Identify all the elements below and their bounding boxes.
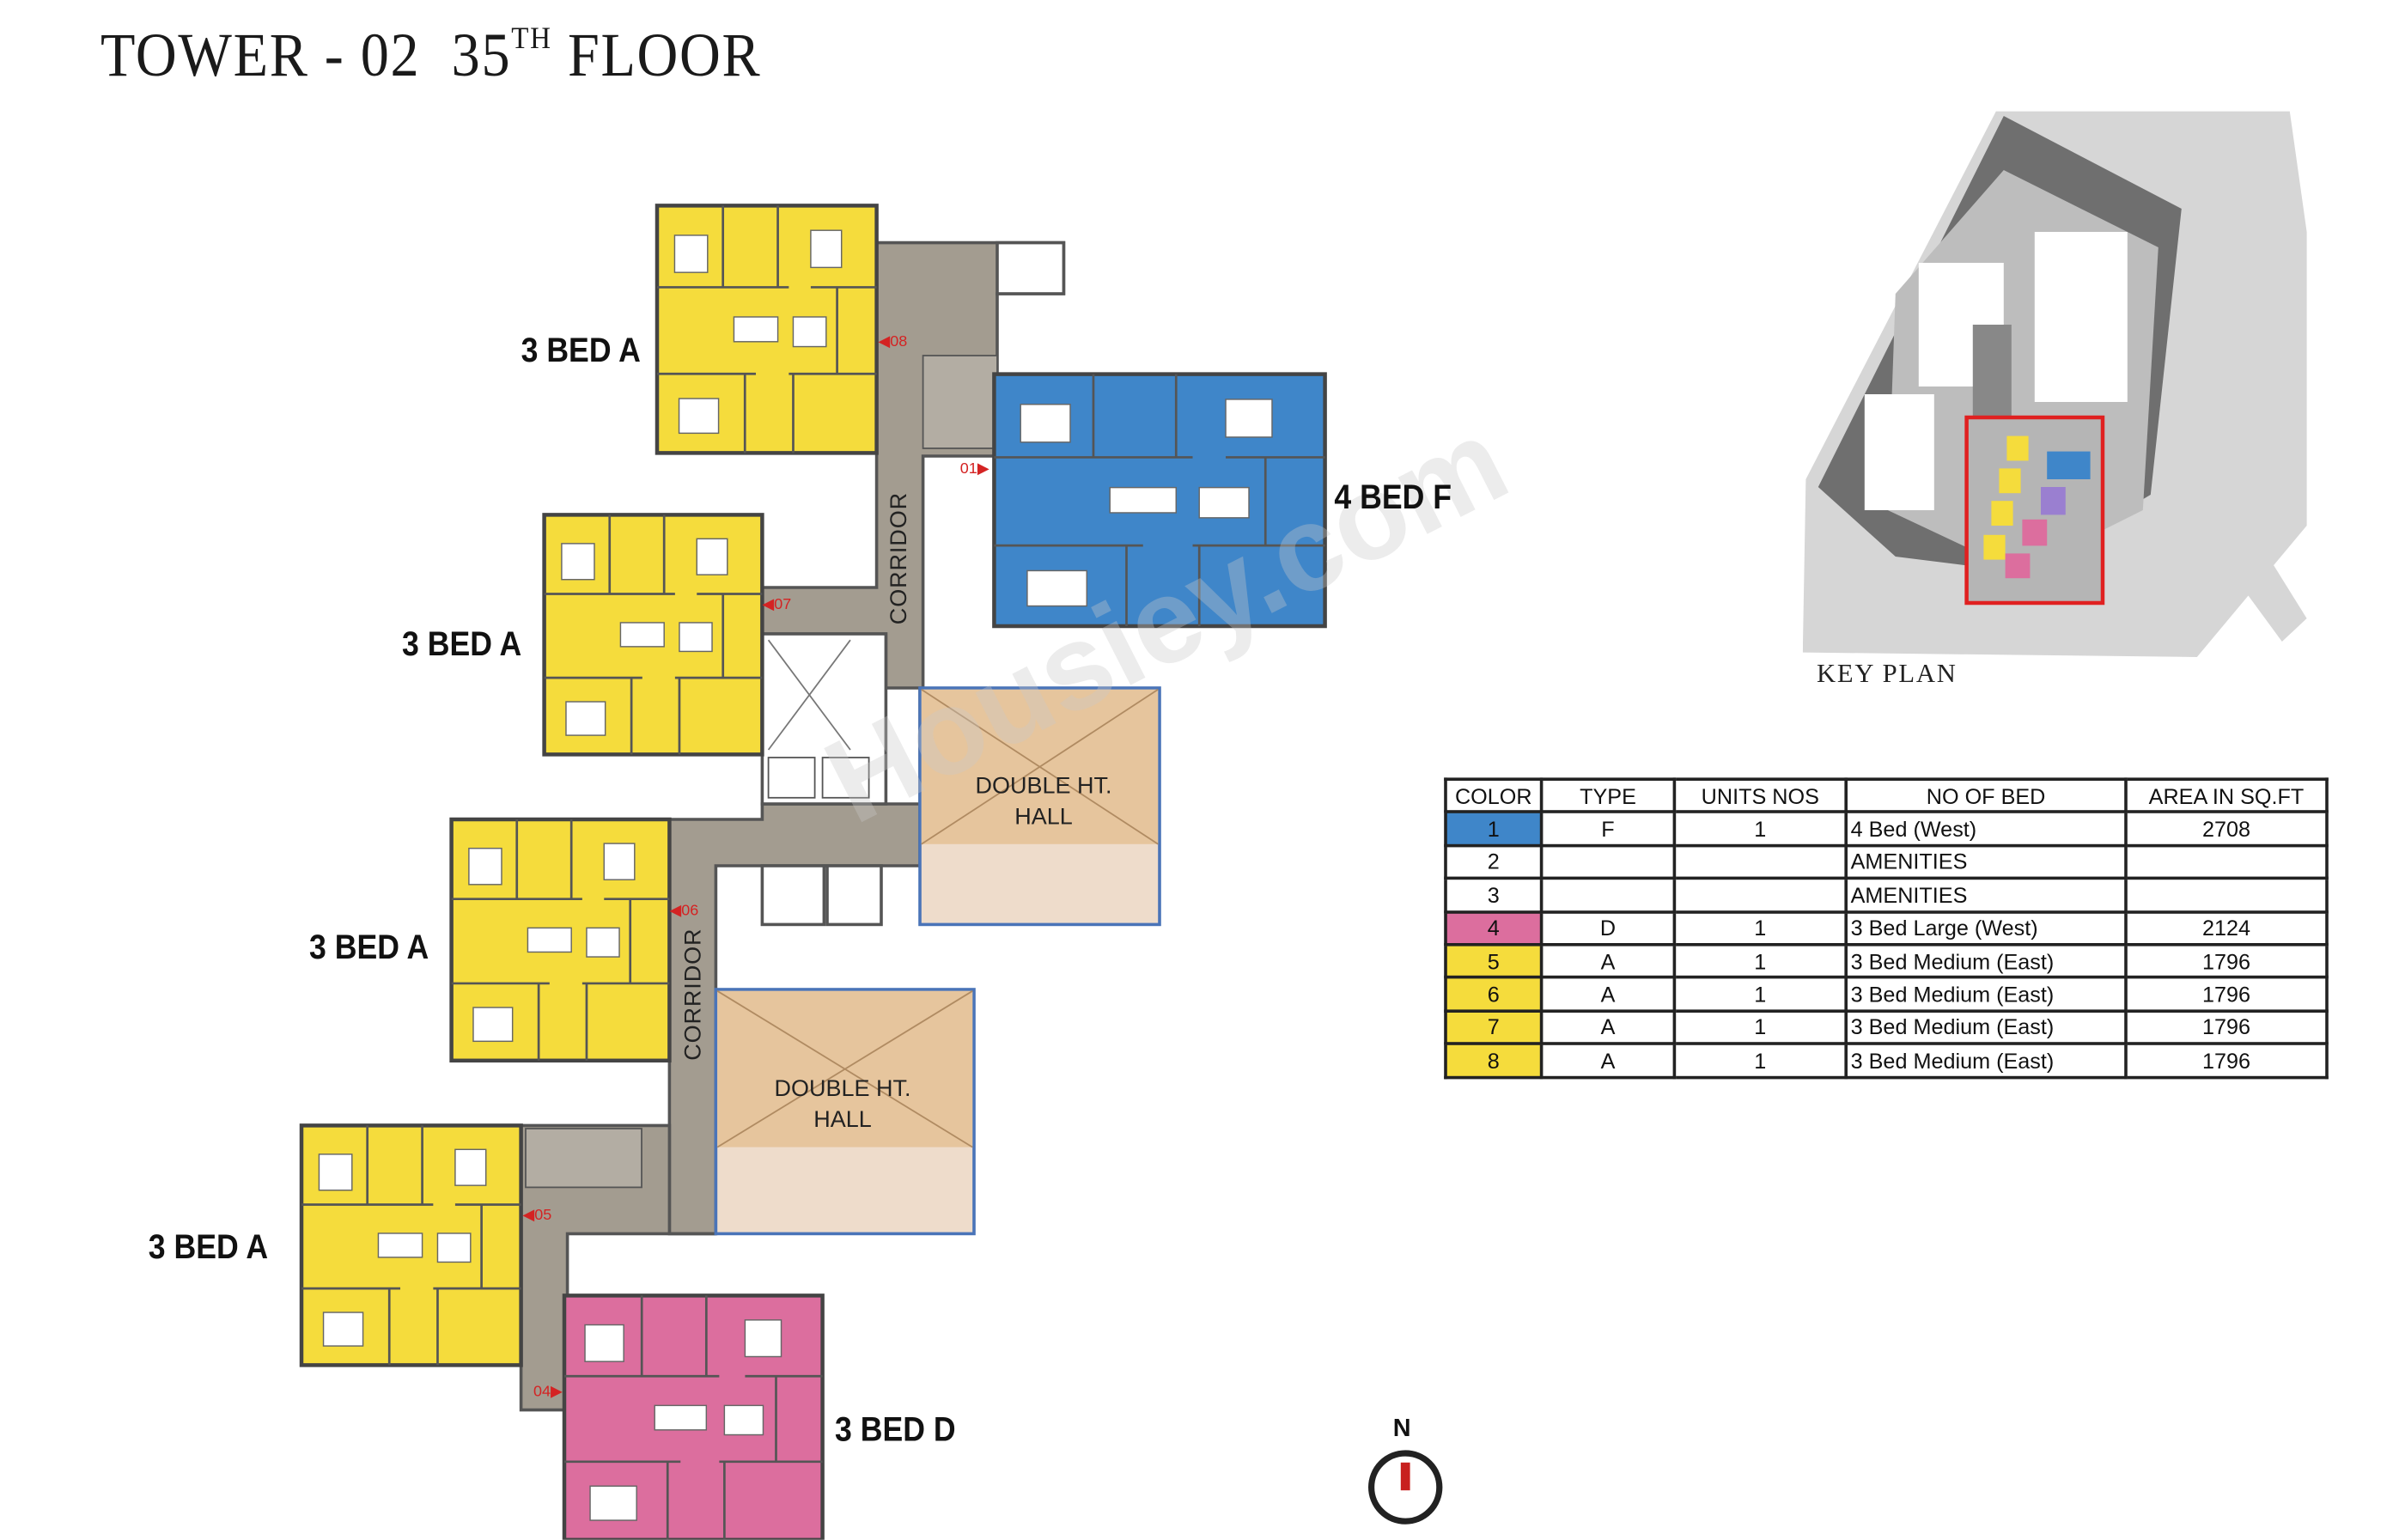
key-plan-label: KEY PLAN — [1817, 658, 1958, 688]
units-cell: 1 — [1672, 976, 1848, 1013]
bed-cell: 3 Bed Medium (East) — [1844, 1008, 2128, 1046]
hall-label-2: DOUBLE HT.HALL — [774, 1075, 911, 1134]
col-units: UNITS NOS — [1672, 777, 1848, 814]
table-row: 3 AMENITIES — [1444, 876, 2329, 914]
units-cell: 1 — [1672, 910, 1848, 947]
bed-cell: 4 Bed (West) — [1844, 810, 2128, 848]
type-cell: F — [1539, 810, 1677, 848]
col-bed: NO OF BED — [1844, 777, 2128, 814]
type-cell: A — [1539, 1042, 1677, 1079]
bed-cell: 3 Bed Large (West) — [1844, 910, 2128, 947]
color-cell: 2 — [1444, 843, 1544, 880]
unit-number-06: ◀06 — [669, 903, 699, 920]
col-type: TYPE — [1539, 777, 1677, 814]
key-plan-map — [1802, 111, 2307, 658]
unit-label-06: 3 BED A — [309, 928, 429, 966]
unit-label-05: 3 BED A — [148, 1227, 269, 1267]
area-cell: 2708 — [2124, 810, 2329, 848]
area-cell: 1796 — [2124, 1008, 2329, 1046]
area-cell: 1796 — [2124, 976, 2329, 1013]
unit-number-07: ◀07 — [762, 596, 792, 614]
table-row: 2 AMENITIES — [1444, 843, 2329, 880]
unit-number-08: ◀08 — [878, 333, 908, 351]
col-color: COLOR — [1444, 777, 1544, 814]
table-header-row: COLOR TYPE UNITS NOS NO OF BED AREA IN S… — [1444, 777, 2329, 814]
unit-plan-01 — [992, 372, 1327, 629]
type-cell: D — [1539, 910, 1677, 947]
color-cell: 7 — [1444, 1008, 1544, 1046]
unit-plan-06 — [449, 817, 672, 1063]
compass-north-label: N — [1392, 1415, 1411, 1443]
page-title: TOWER - 02 35TH FLOOR — [100, 19, 761, 92]
unit-plan-05 — [299, 1123, 523, 1367]
corridor-label-lower: CORRIDOR — [680, 928, 707, 1061]
type-cell: A — [1539, 976, 1677, 1013]
unit-number-04: 04▶ — [533, 1384, 563, 1401]
area-cell: 1796 — [2124, 942, 2329, 980]
staircase-upper — [922, 355, 998, 449]
unit-label-08: 3 BED A — [521, 331, 641, 370]
color-cell: 5 — [1444, 942, 1544, 980]
color-cell: 3 — [1444, 876, 1544, 914]
bed-cell: 3 Bed Medium (East) — [1844, 942, 2128, 980]
units-cell: 1 — [1672, 1008, 1848, 1046]
unit-plan-08 — [655, 204, 879, 455]
lift-top — [996, 240, 1066, 295]
color-cell: 8 — [1444, 1042, 1544, 1079]
area-cell: 1796 — [2124, 1042, 2329, 1079]
title-rest: FLOOR — [551, 20, 762, 90]
unit-plan-07 — [542, 513, 764, 757]
type-cell — [1539, 843, 1677, 880]
unit-label-01: 4 BED F — [1334, 478, 1452, 517]
units-cell: 1 — [1672, 942, 1848, 980]
area-cell: 2124 — [2124, 910, 2329, 947]
bed-cell: AMENITIES — [1844, 876, 2128, 914]
unit-label-04: 3 BED D — [835, 1409, 956, 1449]
corridor-label-upper: CORRIDOR — [886, 491, 912, 625]
bed-cell: AMENITIES — [1844, 843, 2128, 880]
title-main: TOWER - 02 35 — [100, 20, 512, 90]
area-cell — [2124, 876, 2329, 914]
bed-cell: 3 Bed Medium (East) — [1844, 976, 2128, 1013]
color-cell: 4 — [1444, 910, 1544, 947]
key-plan-highlight — [1964, 415, 2105, 606]
type-cell: A — [1539, 1008, 1677, 1046]
color-cell: 1 — [1444, 810, 1544, 848]
type-cell: A — [1539, 942, 1677, 980]
units-cell — [1672, 876, 1848, 914]
units-cell — [1672, 843, 1848, 880]
corridor-lower — [519, 1123, 716, 1412]
title-superscript: TH — [511, 21, 552, 56]
color-cell: 6 — [1444, 976, 1544, 1013]
unit-number-05: ◀05 — [522, 1207, 552, 1225]
hall-label-1: DOUBLE HT.HALL — [975, 773, 1112, 831]
staircase-lower — [525, 1128, 642, 1189]
unit-legend-table: COLOR TYPE UNITS NOS NO OF BED AREA IN S… — [1444, 777, 2329, 1079]
type-cell — [1539, 876, 1677, 914]
unit-label-07: 3 BED A — [402, 624, 522, 664]
units-cell: 1 — [1672, 810, 1848, 848]
unit-plan-04 — [562, 1293, 825, 1540]
bed-cell: 3 Bed Medium (East) — [1844, 1042, 2128, 1079]
area-cell — [2124, 843, 2329, 880]
units-cell: 1 — [1672, 1042, 1848, 1079]
unit-number-01: 01▶ — [959, 460, 989, 478]
col-area: AREA IN SQ.FT — [2124, 777, 2329, 814]
